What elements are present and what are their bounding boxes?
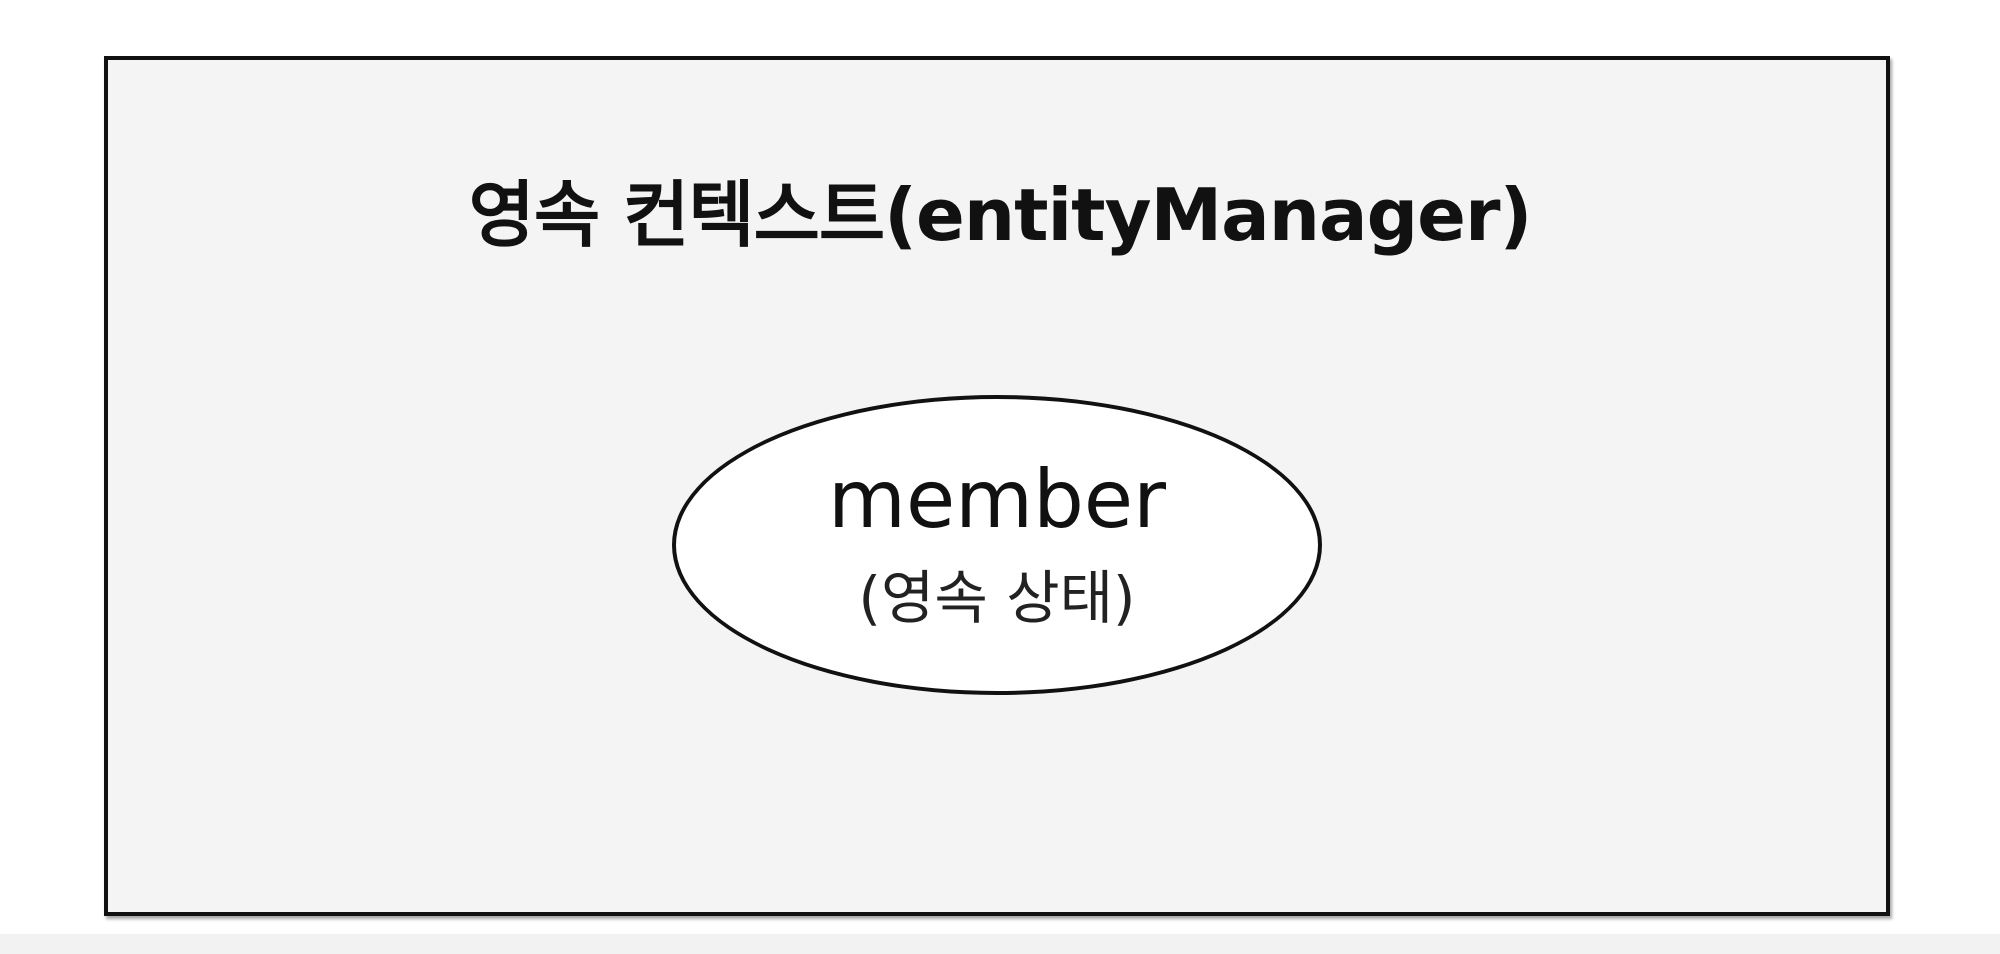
member-entity-name: member — [828, 453, 1166, 546]
persistence-context-title: 영속 컨텍스트(entityManager) — [468, 173, 1533, 257]
member-entity-state: (영속 상태) — [858, 564, 1136, 632]
bottom-strip — [0, 934, 2000, 954]
member-entity-ellipse — [672, 395, 1322, 695]
